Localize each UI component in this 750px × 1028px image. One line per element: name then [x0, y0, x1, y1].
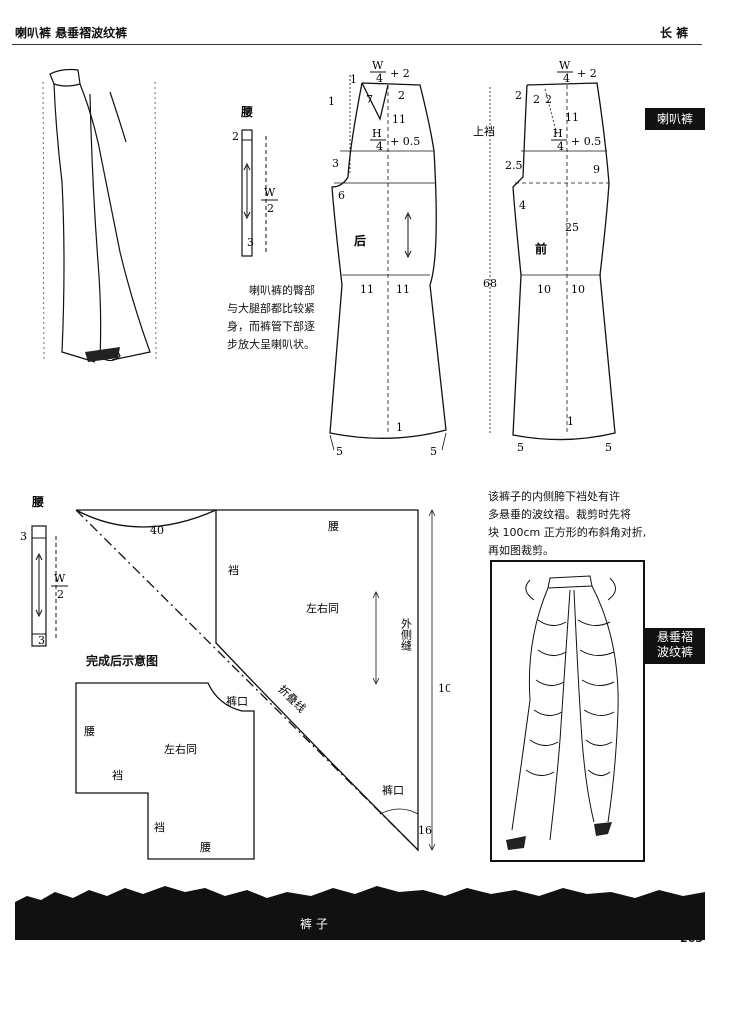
back-hem-1: 1 [396, 421, 403, 434]
drape-waistband-title: 腰 [31, 494, 44, 509]
square-same: 左右同 [306, 601, 339, 615]
front-h-num: H [553, 127, 563, 140]
front-n2a: 2 [515, 89, 522, 102]
flare-front-pattern: W 4 + 2 2 2 2 11 H 4 + 0.5 上裆 2.5 9 4 25… [473, 59, 616, 454]
back-n2: 2 [398, 89, 405, 102]
back-w-den: 4 [376, 72, 383, 85]
back-knee-2: 11 [396, 283, 410, 296]
finished-crotch-1: 裆 [112, 769, 123, 782]
front-name: 前 [535, 241, 547, 256]
footer-band-text: 裤 子 [300, 917, 328, 931]
front-knee-2: 10 [571, 283, 585, 296]
back-hem-right: 5 [430, 445, 437, 458]
front-n4: 4 [519, 199, 526, 212]
finished-waist-2: 腰 [200, 841, 211, 854]
drape-description: 该裤子的内侧胯下裆处有许 多悬垂的波纹褶。裁剪时先将 块 100cm 正方形的布… [488, 488, 658, 560]
back-n6: 6 [338, 189, 345, 202]
finished-waist-1: 腰 [84, 725, 95, 738]
back-n11: 11 [392, 113, 406, 126]
finished-title: 完成后示意图 [86, 654, 159, 668]
back-knee-1: 11 [360, 283, 374, 296]
front-hem-left: 5 [517, 441, 524, 454]
square-waist: 腰 [328, 520, 339, 533]
square-n100: 100 [438, 682, 450, 695]
header-rule [12, 44, 702, 45]
flare-description: 喇叭裤的臀部 与大腿部都比较紧 身，而裤管下部逐 步放大呈喇叭状。 [200, 282, 315, 354]
side-tab-line-2: 波纹裤 [656, 645, 693, 659]
flare-pants-illustration [42, 68, 157, 363]
flare-wb-2: 2 [267, 202, 274, 215]
flare-desc-line-1: 喇叭裤的臀部 [249, 284, 315, 297]
flare-back-pattern: W 4 + 2 1 1 7 2 11 H 4 + 0.5 3 6 后 11 11… [328, 59, 447, 458]
square-hem-opening: 裤口 [382, 783, 404, 797]
page-number: 263 [680, 932, 703, 945]
drape-desc-line-1: 该裤子的内侧胯下裆处有许 [488, 490, 620, 503]
flare-waistband-pattern: 腰 2 W 2 3 [232, 104, 278, 257]
back-h-den: 4 [376, 140, 383, 153]
drape-wb-2: 2 [57, 588, 64, 601]
square-n16: 16 [418, 824, 432, 837]
front-n2b: 2 [533, 93, 540, 106]
front-h-den: 4 [557, 140, 564, 153]
drape-waistband-pattern: 腰 3 W 2 3 [20, 494, 68, 647]
back-n1a: 1 [350, 73, 357, 86]
finished-hem-opening: 裤口 [226, 694, 248, 708]
back-name: 后 [354, 233, 366, 248]
footer-band [15, 886, 705, 940]
front-w-plus: + 2 [577, 67, 597, 80]
front-w-num: W [559, 59, 571, 72]
front-h-plus: + 0.5 [571, 135, 601, 148]
back-n7: 7 [366, 93, 373, 106]
header-section: 长 裤 [660, 26, 689, 40]
flare-waistband-title: 腰 [240, 104, 253, 119]
drape-desc-line-4: 再如图裁剪。 [488, 544, 554, 557]
front-n11: 11 [565, 111, 579, 124]
drape-wb-bottom-num: 3 [38, 634, 45, 647]
back-h-num: H [372, 127, 382, 140]
flare-wb-bottom-num: 3 [247, 236, 254, 249]
finished-same: 左右同 [164, 742, 197, 756]
front-length: 68 [483, 277, 497, 290]
front-n9: 9 [593, 163, 600, 176]
front-knee-1: 10 [537, 283, 551, 296]
back-h-plus: + 0.5 [390, 135, 420, 148]
back-w-num: W [372, 59, 384, 72]
front-hem-right: 5 [605, 441, 612, 454]
flare-wb-w: W [264, 186, 276, 199]
front-rise-label: 上裆 [473, 125, 495, 138]
finished-diagram: 裤口 腰 左右同 裆 裆 腰 [75, 682, 255, 860]
back-hem-left: 5 [336, 445, 343, 458]
flare-desc-line-3: 身，而裤管下部逐 [227, 320, 315, 333]
square-outseam: 外侧缝 [400, 618, 413, 651]
finished-crotch-2: 裆 [154, 821, 165, 834]
side-tab-line-1: 悬垂褶 [656, 630, 693, 644]
drape-square-pattern: 40 腰 裆 左右同 外侧缝 折叠线 裤口 100 16 [75, 509, 450, 852]
side-tab-drape-pants: 悬垂褶 波纹裤 [645, 628, 705, 664]
back-n3: 3 [332, 157, 339, 170]
square-crotch: 裆 [228, 564, 239, 577]
flare-wb-top-num: 2 [232, 130, 239, 143]
front-w-den: 4 [563, 72, 570, 85]
flare-desc-line-2: 与大腿部都比较紧 [227, 302, 315, 315]
drape-wb-w: W [54, 572, 66, 585]
back-w-plus: + 2 [390, 67, 410, 80]
back-n1b: 1 [328, 95, 335, 108]
drape-desc-line-2: 多悬垂的波纹褶。裁剪时先将 [488, 508, 631, 521]
drape-wb-top-num: 3 [20, 530, 27, 543]
front-n25: 25 [565, 221, 579, 234]
square-n40: 40 [150, 524, 164, 537]
side-tab-flare-pants: 喇叭裤 [645, 108, 705, 130]
drape-desc-line-3: 块 100cm 正方形的布斜角对折, [488, 526, 647, 539]
front-n25a: 2.5 [505, 159, 523, 172]
front-n2c: 2 [545, 93, 552, 106]
drape-pants-illustration [490, 560, 645, 862]
front-hem-1: 1 [567, 415, 574, 428]
flare-desc-line-4: 步放大呈喇叭状。 [227, 338, 315, 351]
header-title: 喇叭裤 悬垂褶波纹裤 [15, 26, 128, 40]
